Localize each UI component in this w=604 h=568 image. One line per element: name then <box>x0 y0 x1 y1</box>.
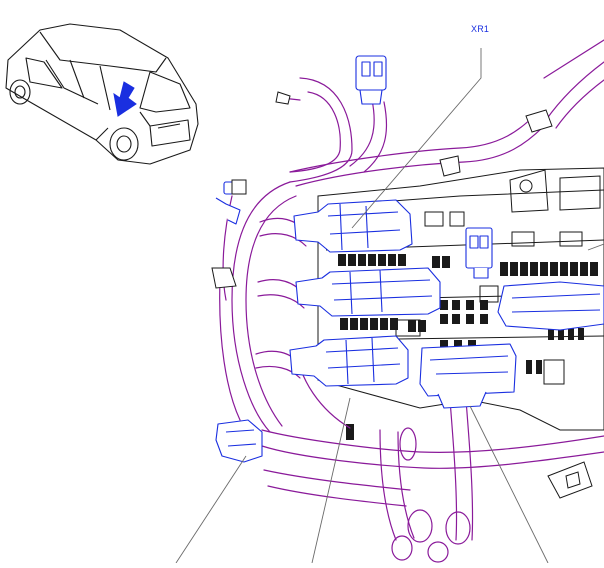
fuse-row-lower <box>346 340 542 440</box>
leader-line-bottom-connector <box>469 405 549 564</box>
harness-clips <box>211 91 593 499</box>
harness-breakout <box>391 427 471 563</box>
leader-line-lower-connector <box>311 397 351 564</box>
callout-label-xr1: XR1 <box>471 24 490 34</box>
leader-line-right-edge <box>587 243 604 251</box>
connector-middle <box>295 267 441 317</box>
blue-down-arrow-icon <box>113 81 137 117</box>
connector-group <box>215 55 604 463</box>
fuse-row-middle <box>340 300 584 340</box>
connector-bottom-centre <box>419 343 517 409</box>
leader-line-left-clip <box>175 455 247 564</box>
fuse-row-top <box>338 254 598 276</box>
vehicle-locator-icon <box>5 23 199 165</box>
connector-upper <box>293 199 413 253</box>
connector-right <box>497 281 604 331</box>
leader-lines <box>175 48 604 564</box>
connector-lower <box>289 335 409 387</box>
left-clip-connector <box>215 419 263 463</box>
top-plug-connector-icon <box>355 55 387 105</box>
leader-line-xr1 <box>351 48 482 229</box>
xr1-connector <box>465 227 493 279</box>
